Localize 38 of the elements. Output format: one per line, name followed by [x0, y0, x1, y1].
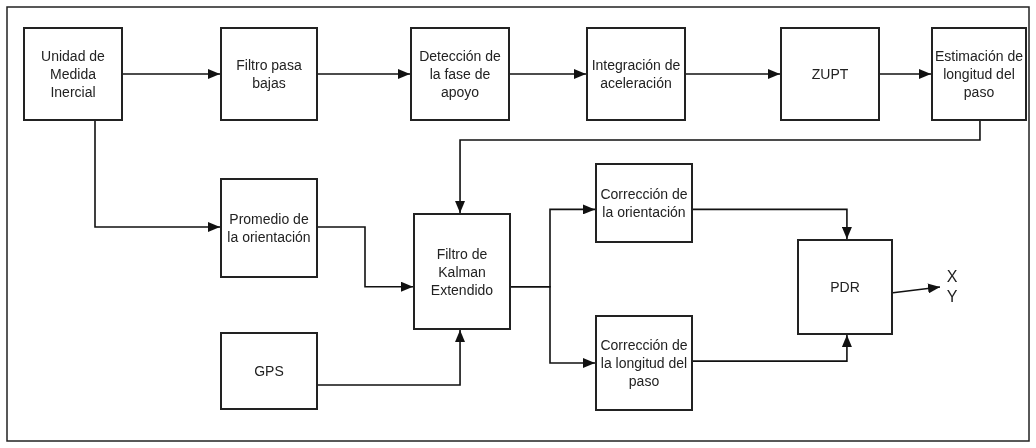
box-label: Integración de aceleración	[590, 56, 682, 92]
process-box	[797, 239, 893, 335]
output-label: X Y	[945, 267, 959, 307]
process-box	[780, 27, 880, 121]
arrow	[122, 69, 221, 79]
box-label: Filtro de Kalman Extendido	[429, 244, 495, 299]
box-label: PDR	[830, 278, 860, 296]
box-label: GPS	[254, 362, 284, 380]
process-box	[410, 27, 510, 121]
arrow	[509, 69, 587, 79]
box-label: ZUPT	[811, 65, 849, 83]
arrow	[317, 329, 466, 386]
arrow	[317, 226, 414, 292]
process-box	[595, 163, 693, 243]
box-label: Promedio de la orientación	[226, 210, 312, 246]
process-box	[220, 27, 318, 121]
arrow	[94, 120, 221, 232]
box-label: Corrección de la longitud del paso	[599, 336, 689, 390]
arrow	[879, 69, 932, 79]
process-box	[586, 27, 686, 121]
box-label: Unidad de Medida Inercial	[40, 47, 106, 101]
box-label: Detección de la fase de apoyo	[418, 47, 502, 101]
process-box	[220, 332, 318, 410]
arrow	[692, 334, 852, 362]
arrow	[685, 69, 781, 79]
arrow	[317, 69, 411, 79]
box-label: Estimación de longitud del paso	[935, 47, 1023, 101]
arrow	[692, 208, 852, 240]
arrow	[455, 120, 981, 214]
process-box	[595, 315, 693, 411]
process-box	[220, 178, 318, 278]
arrow	[510, 285, 596, 368]
arrow	[892, 283, 941, 294]
process-box	[23, 27, 123, 121]
box-label: Filtro pasa bajas	[235, 56, 303, 92]
process-box	[931, 27, 1027, 121]
box-label: Corrección de la orientación	[599, 185, 689, 221]
process-box	[413, 213, 511, 330]
